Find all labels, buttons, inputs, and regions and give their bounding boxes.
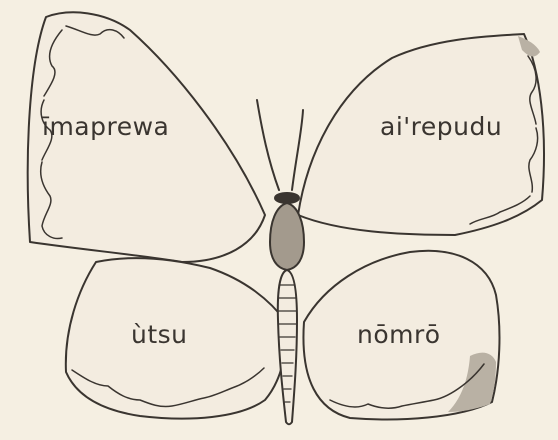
label-left-forewing: īmaprewa [42,112,169,141]
thorax [270,203,304,270]
label-left-hindwing: ùtsu [131,320,188,349]
abdomen [278,270,297,424]
left-antenna [257,100,279,190]
label-right-forewing: ai'repudu [380,112,502,141]
right-antenna [292,110,303,190]
label-right-hindwing: nōmrō [357,320,441,349]
head [275,193,299,203]
